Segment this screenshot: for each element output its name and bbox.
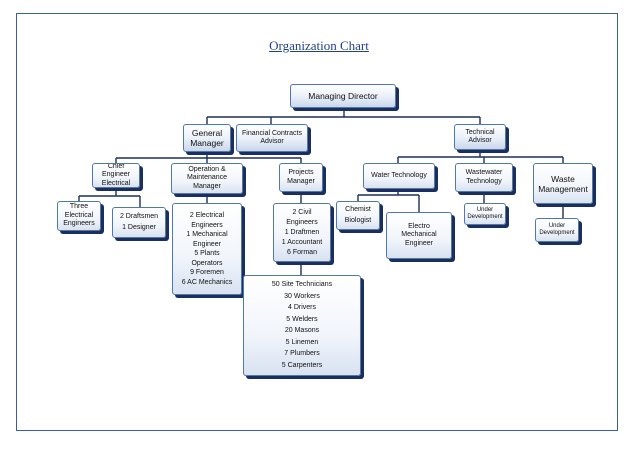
om-staff-line-2: Engineers <box>191 221 223 229</box>
biologist-label: Biologist <box>344 217 372 224</box>
wastewater-under-development-line-2: Development <box>467 214 503 220</box>
workers-line-6: 5 Linemen <box>285 338 319 346</box>
electro-mechanical-line-3: Engineer <box>404 239 434 247</box>
three-electrical-engineers-line-1: Three <box>69 203 89 211</box>
draftsmen-label: 2 Draftsmen <box>119 212 159 220</box>
om-staff-line-7: 9 Foremen <box>190 269 224 276</box>
wastewater-technology-line-2: Technology <box>466 177 502 185</box>
chief-engineer-line-2: Engineer <box>101 171 131 179</box>
om-staff-line-6: Operators <box>191 259 223 267</box>
technical-advisor-box: Technical Advisor <box>454 124 506 150</box>
financial-contracts-advisor-line-2: Advisor <box>260 138 284 145</box>
general-manager-line-1: General <box>191 128 223 138</box>
water-technology-box: Water Technology <box>363 163 435 189</box>
page-frame <box>16 13 618 431</box>
managing-director-label: Managing Director <box>308 91 378 101</box>
workers-line-1: 50 Site Technicians <box>271 281 333 288</box>
projects-staff-line-4: 1 Accountant <box>281 238 323 246</box>
projects-staff-box: 2 Civil Engineers 1 Draftmen 1 Accountan… <box>273 203 331 262</box>
designer-label: 1 Designer <box>122 224 156 231</box>
electro-mechanical-line-1: Electro <box>408 222 430 230</box>
technical-advisor-line-2: Advisor <box>468 137 492 144</box>
workers-line-7: 7 Plumbers <box>284 350 320 357</box>
om-staff-line-3: 1 Mechanical <box>186 231 228 238</box>
waste-management-line-2: Management <box>538 183 588 194</box>
wastewater-under-development-box: Under Development <box>464 203 506 225</box>
om-staff-line-5: 5 Plants <box>194 250 220 257</box>
waste-management-box: Waste Management <box>533 163 593 204</box>
draftsmen-designer-box: 2 Draftsmen 1 Designer <box>112 207 166 238</box>
projects-staff-line-5: 6 Forman <box>287 248 317 256</box>
wastewater-technology-box: Wastewater Technology <box>455 163 513 192</box>
managing-director-box: Managing Director <box>290 84 396 108</box>
general-manager-line-2: Manager <box>190 138 224 148</box>
operation-maintenance-manager-box: Operation & Maintenance Manager <box>171 163 243 194</box>
om-staff-line-1: 2 Electrical <box>189 212 225 219</box>
waste-under-development-box: Under Development <box>535 218 579 242</box>
chief-engineer-electrical-box: Chief Engineer Electrical <box>92 163 140 188</box>
chief-engineer-line-1: Chief <box>107 163 125 170</box>
workers-line-4: 5 Welders <box>286 315 318 323</box>
chief-engineer-line-3: Electrical <box>101 179 131 187</box>
workers-line-3: 4 Drivers <box>287 304 316 311</box>
projects-manager-line-2: Manager <box>287 177 315 185</box>
waste-management-line-1: Waste <box>551 173 575 184</box>
om-staff-line-8: 6 AC Mechanics <box>181 278 233 286</box>
projects-staff-line-3: 1 Draftmen <box>284 228 320 236</box>
chemist-label: Chemist <box>345 205 371 213</box>
site-workers-box: 50 Site Technicians 30 Workers 4 Drivers… <box>243 275 361 376</box>
water-technology-label: Water Technology <box>371 171 427 179</box>
electro-mechanical-line-2: Mechanical <box>401 231 437 239</box>
om-staff-line-4: Engineer <box>192 240 222 248</box>
technical-advisor-line-1: Technical <box>465 128 495 136</box>
waste-under-development-line-2: Development <box>539 230 575 236</box>
three-electrical-engineers-line-3: Engineers <box>63 220 95 228</box>
chart-title: Organization Chart <box>269 38 369 53</box>
projects-staff-line-2: Engineers <box>286 218 318 226</box>
waste-under-development-line-1: Under <box>548 223 566 229</box>
workers-line-5: 20 Masons <box>284 327 320 334</box>
om-staff-box: 2 Electrical Engineers 1 Mechanical Engi… <box>172 203 242 295</box>
three-electrical-engineers-box: Three Electrical Engineers <box>57 201 101 231</box>
projects-staff-line-1: 2 Civil <box>292 208 312 216</box>
om-manager-line-3: Manager <box>193 182 221 190</box>
projects-manager-line-1: Projects <box>288 169 314 176</box>
om-manager-line-1: Operation & <box>188 165 226 173</box>
financial-contracts-advisor-box: Financial Contracts Advisor <box>236 124 308 152</box>
electro-mechanical-engineer-box: Electro Mechanical Engineer <box>386 212 452 259</box>
financial-contracts-advisor-line-1: Financial Contracts <box>242 129 302 137</box>
workers-line-8: 5 Carpenters <box>281 361 323 369</box>
workers-line-2: 30 Workers <box>284 292 320 300</box>
wastewater-technology-line-1: Wastewater <box>465 169 503 176</box>
om-manager-line-2: Maintenance <box>186 174 228 182</box>
projects-manager-box: Projects Manager <box>279 163 323 192</box>
general-manager-box: General Manager <box>183 124 231 152</box>
three-electrical-engineers-line-2: Electrical <box>64 211 94 219</box>
wastewater-under-development-line-1: Under <box>476 207 494 213</box>
chemist-biologist-box: Chemist Biologist <box>336 201 380 230</box>
